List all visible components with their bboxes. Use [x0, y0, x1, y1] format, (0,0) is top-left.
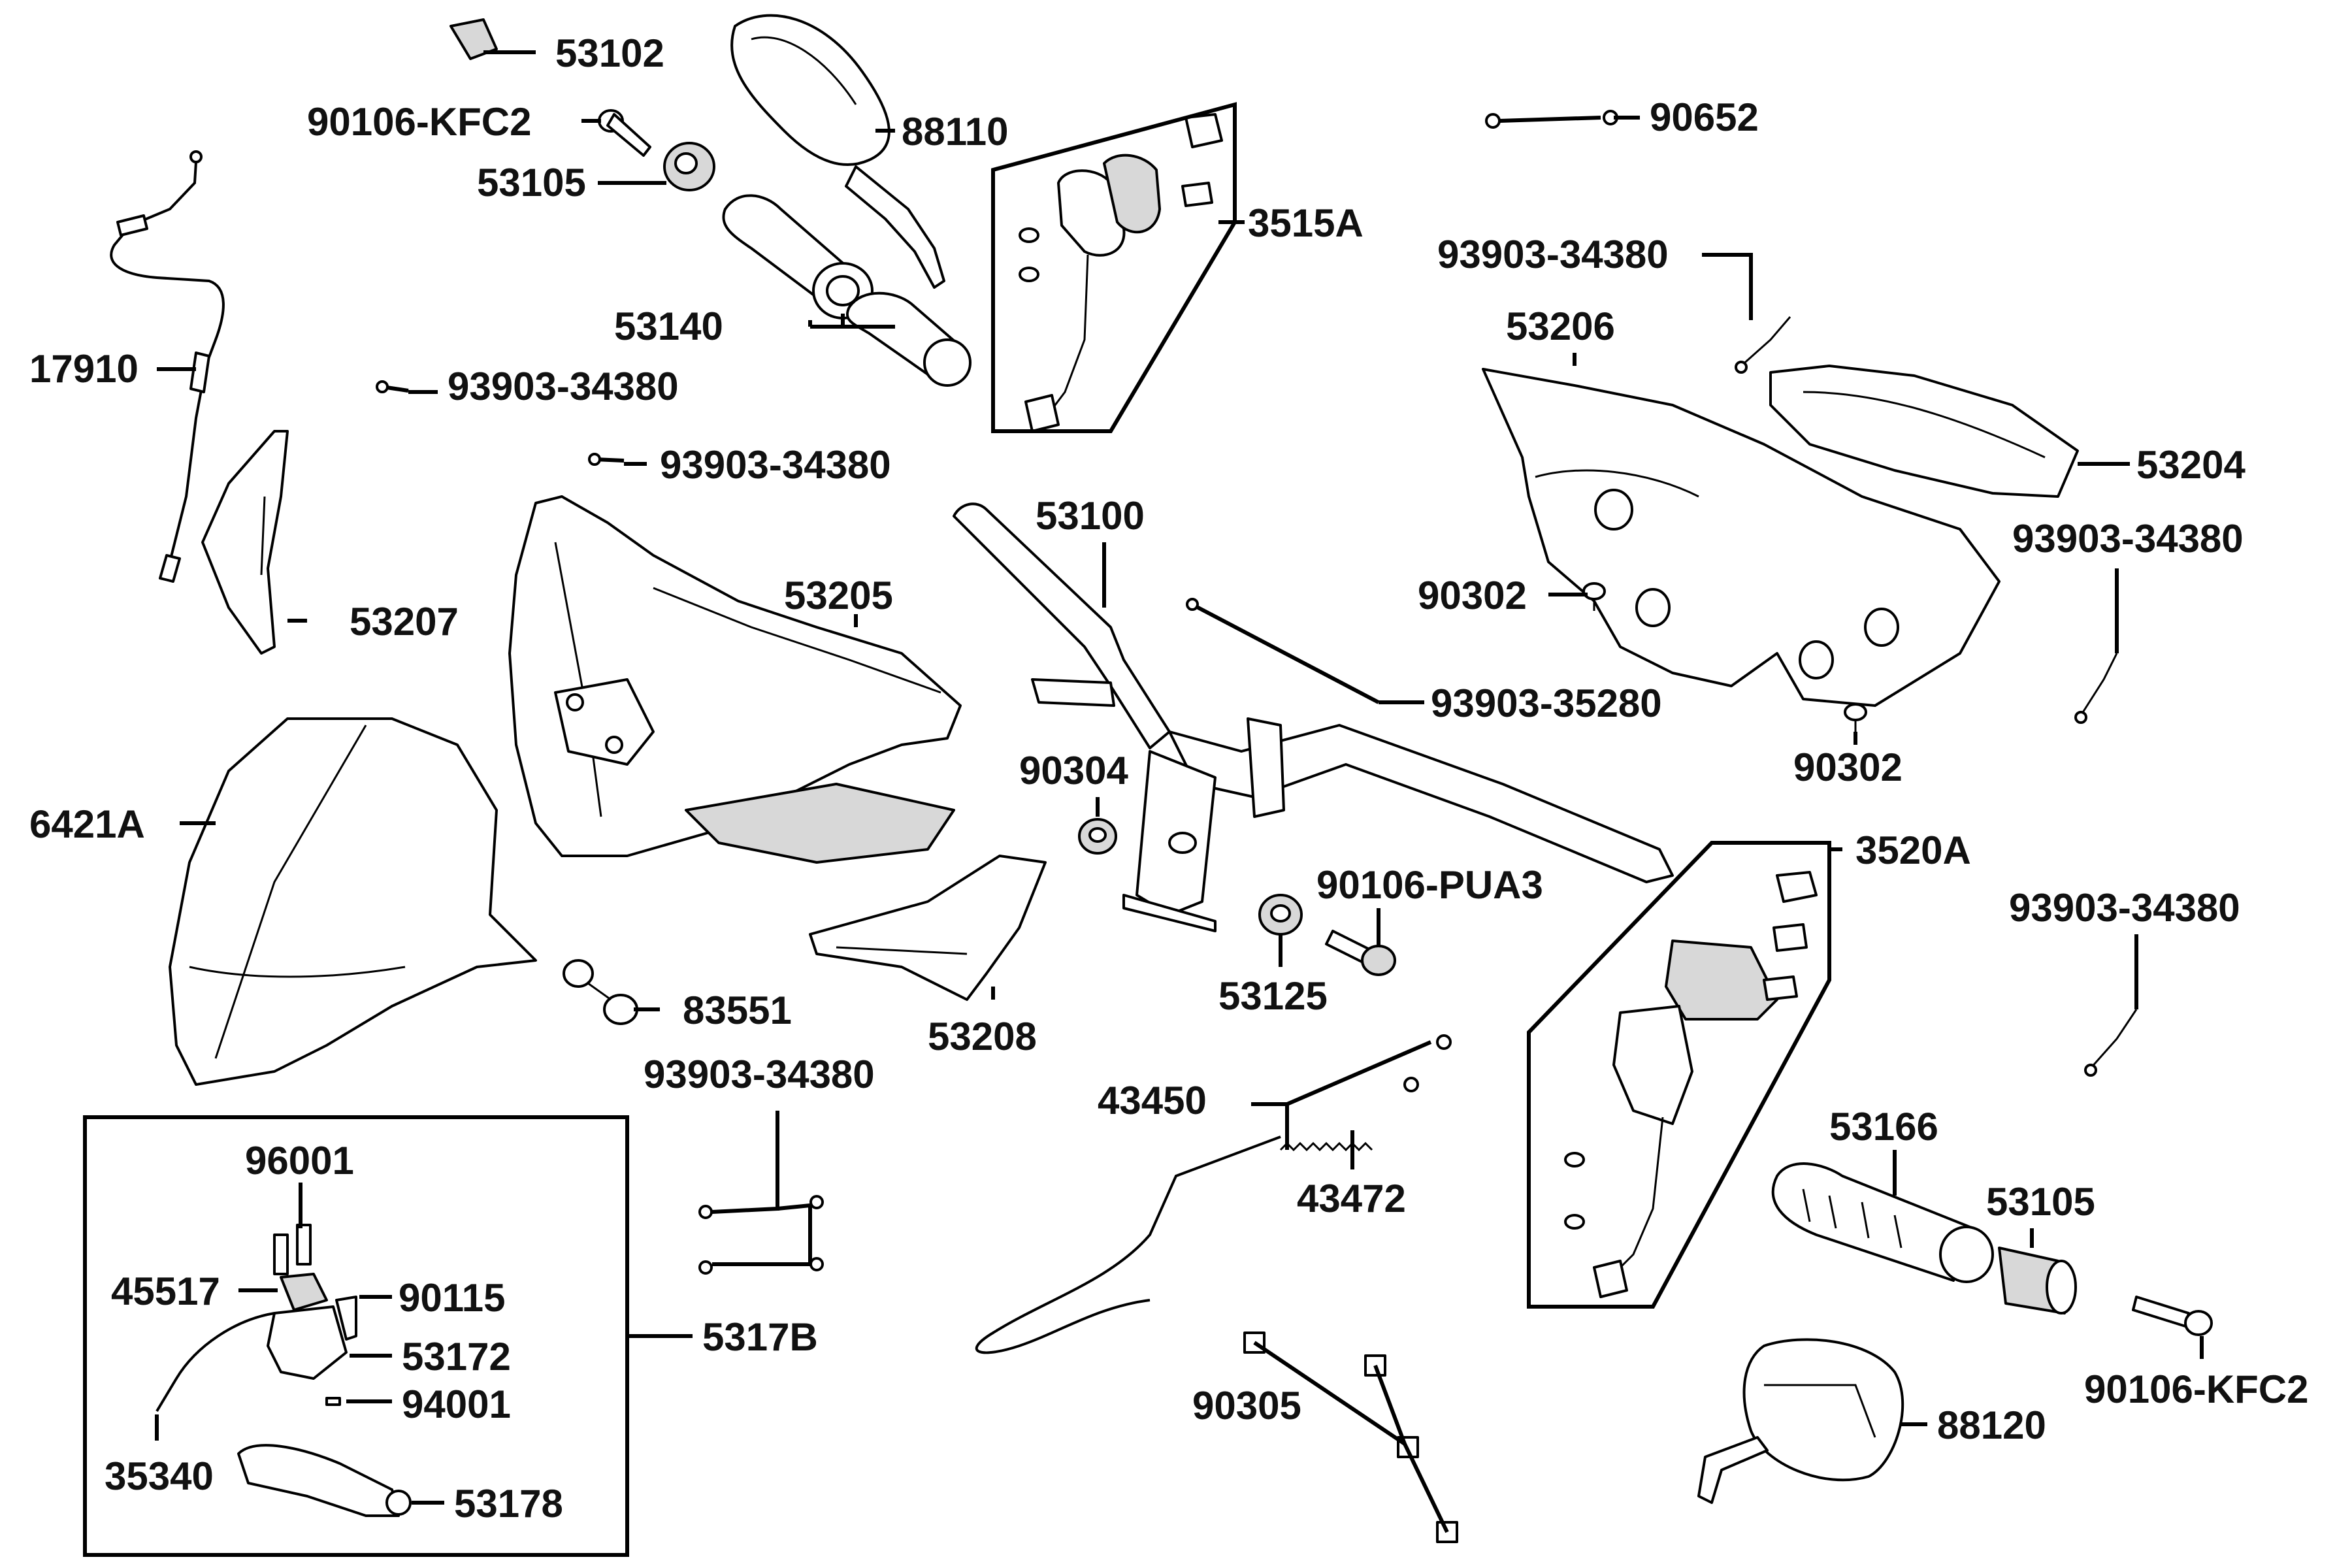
part-53100-handlebar: [953, 502, 1674, 932]
part-53125-collar: [1258, 894, 1303, 936]
label-94001: 94001: [402, 1382, 511, 1426]
label-43450: 43450: [1098, 1079, 1207, 1122]
label-96001: 96001: [245, 1139, 354, 1183]
part-93903-34380-screw-a: [376, 380, 409, 393]
part-90652-stud: [1485, 110, 1618, 129]
part-53206-rear-cover: [1482, 368, 2001, 707]
label-53206: 53206: [1506, 304, 1615, 348]
part-53102-clip: [449, 18, 498, 60]
part-17910-cable: [110, 150, 225, 583]
label-17910: 17910: [29, 347, 139, 391]
label-93903-34380-tr: 93903-34380: [1437, 233, 1669, 276]
part-53207-side-cover: [201, 430, 289, 655]
part-88120-mirror: [1697, 1338, 1904, 1504]
part-88110-mirror: [730, 14, 945, 289]
part-93903-34380-screw-r: [2074, 653, 2118, 724]
label-90302-a: 90302: [1418, 574, 1527, 617]
label-43472: 43472: [1297, 1177, 1406, 1220]
label-90106-kfc2-top: 90106-KFC2: [307, 100, 532, 144]
part-labels: 53102 90106-KFC2 53105 88110 3515A 90652…: [29, 31, 2309, 1526]
label-93903-34380-b: 93903-34380: [660, 443, 891, 487]
label-53105-bottom: 53105: [1986, 1180, 2095, 1224]
label-90305: 90305: [1192, 1384, 1301, 1428]
label-93903-34380-r: 93903-34380: [2012, 517, 2244, 561]
label-93903-34380-a: 93903-34380: [448, 365, 679, 408]
label-3515a: 3515A: [1248, 201, 1364, 245]
part-6421a-windscreen: [169, 717, 537, 1086]
part-53166-grip: [1771, 1162, 1994, 1283]
part-93903-35280-screw: [1186, 598, 1380, 704]
part-53172-master-cylinder: [267, 1305, 348, 1380]
part-3520a-right-switch: [1564, 871, 1818, 1298]
part-90302-screw-a: [1582, 582, 1606, 611]
part-90115-screw: [335, 1296, 357, 1341]
label-88110: 88110: [902, 110, 1009, 154]
part-96001-bolts: [273, 1224, 312, 1275]
label-83551: 83551: [683, 988, 792, 1032]
part-90304-nut: [1078, 818, 1117, 855]
label-90115: 90115: [399, 1276, 506, 1320]
label-93903-35280: 93903-35280: [1431, 681, 1662, 725]
label-6421a: 6421A: [29, 802, 145, 846]
label-90304: 90304: [1019, 749, 1128, 792]
label-93903-34380-bl: 93903-34380: [644, 1053, 875, 1096]
part-53204-meter-cover: [1769, 365, 2079, 498]
label-90302-b: 90302: [1793, 745, 1903, 789]
box-3515a: [991, 102, 1237, 433]
label-35340: 35340: [105, 1454, 214, 1498]
part-90106-kfc2-bolt-bottom: [2132, 1296, 2213, 1336]
part-45517-bracket: [280, 1273, 328, 1311]
label-3520a: 3520A: [1855, 828, 1971, 872]
part-43450-cable: [975, 1034, 1452, 1354]
label-53178: 53178: [454, 1482, 563, 1526]
label-53125: 53125: [1218, 974, 1328, 1018]
label-53204: 53204: [2136, 443, 2246, 487]
label-53166: 53166: [1829, 1105, 1938, 1149]
part-53208-lower-cover: [809, 855, 1047, 1001]
part-90302-screw-b: [1844, 703, 1867, 732]
part-90305-bolts: [1243, 1331, 1458, 1543]
part-3515a-left-switch: [1019, 113, 1223, 433]
part-53105-weight-bottom: [1998, 1247, 2077, 1315]
part-43472-spring: [1279, 1141, 1373, 1152]
part-35340-cable: [155, 1312, 275, 1413]
label-53140: 53140: [614, 304, 723, 348]
part-53140-grip-top: [722, 194, 972, 387]
label-90106-pua3: 90106-PUA3: [1316, 863, 1543, 907]
label-53205: 53205: [784, 574, 893, 617]
part-83551-washer: [563, 959, 638, 1025]
label-90652: 90652: [1650, 95, 1759, 139]
part-94001-nut: [325, 1397, 341, 1406]
part-53105-weight-top: [663, 142, 715, 191]
label-53105-top: 53105: [477, 161, 586, 204]
label-53172: 53172: [402, 1335, 511, 1379]
label-53208: 53208: [928, 1015, 1037, 1058]
part-93903-34380-screw-b: [588, 453, 625, 466]
label-53207: 53207: [350, 600, 459, 644]
label-45517: 45517: [111, 1269, 220, 1313]
box-3520a: [1527, 841, 1831, 1309]
label-93903-34380-rr: 93903-34380: [2009, 886, 2240, 930]
part-93903-34380-screw-bl: [698, 1195, 824, 1275]
part-93903-34380-screw-rr: [2084, 1009, 2138, 1077]
part-93903-34380-screw-tr: [1735, 316, 1791, 374]
label-53100: 53100: [1036, 494, 1145, 538]
label-53102: 53102: [555, 31, 664, 75]
part-53178-lever: [237, 1444, 412, 1517]
label-5317b: 5317B: [702, 1315, 818, 1359]
label-88120: 88120: [1937, 1403, 2046, 1447]
part-90106-kfc2-bolt-top: [598, 109, 651, 157]
leader-lines: [155, 50, 2204, 1533]
label-90106-kfc2-bottom: 90106-KFC2: [2084, 1367, 2309, 1411]
part-53205-front-cover: [508, 495, 962, 864]
part-90106-pua3-bolt: [1325, 930, 1396, 976]
